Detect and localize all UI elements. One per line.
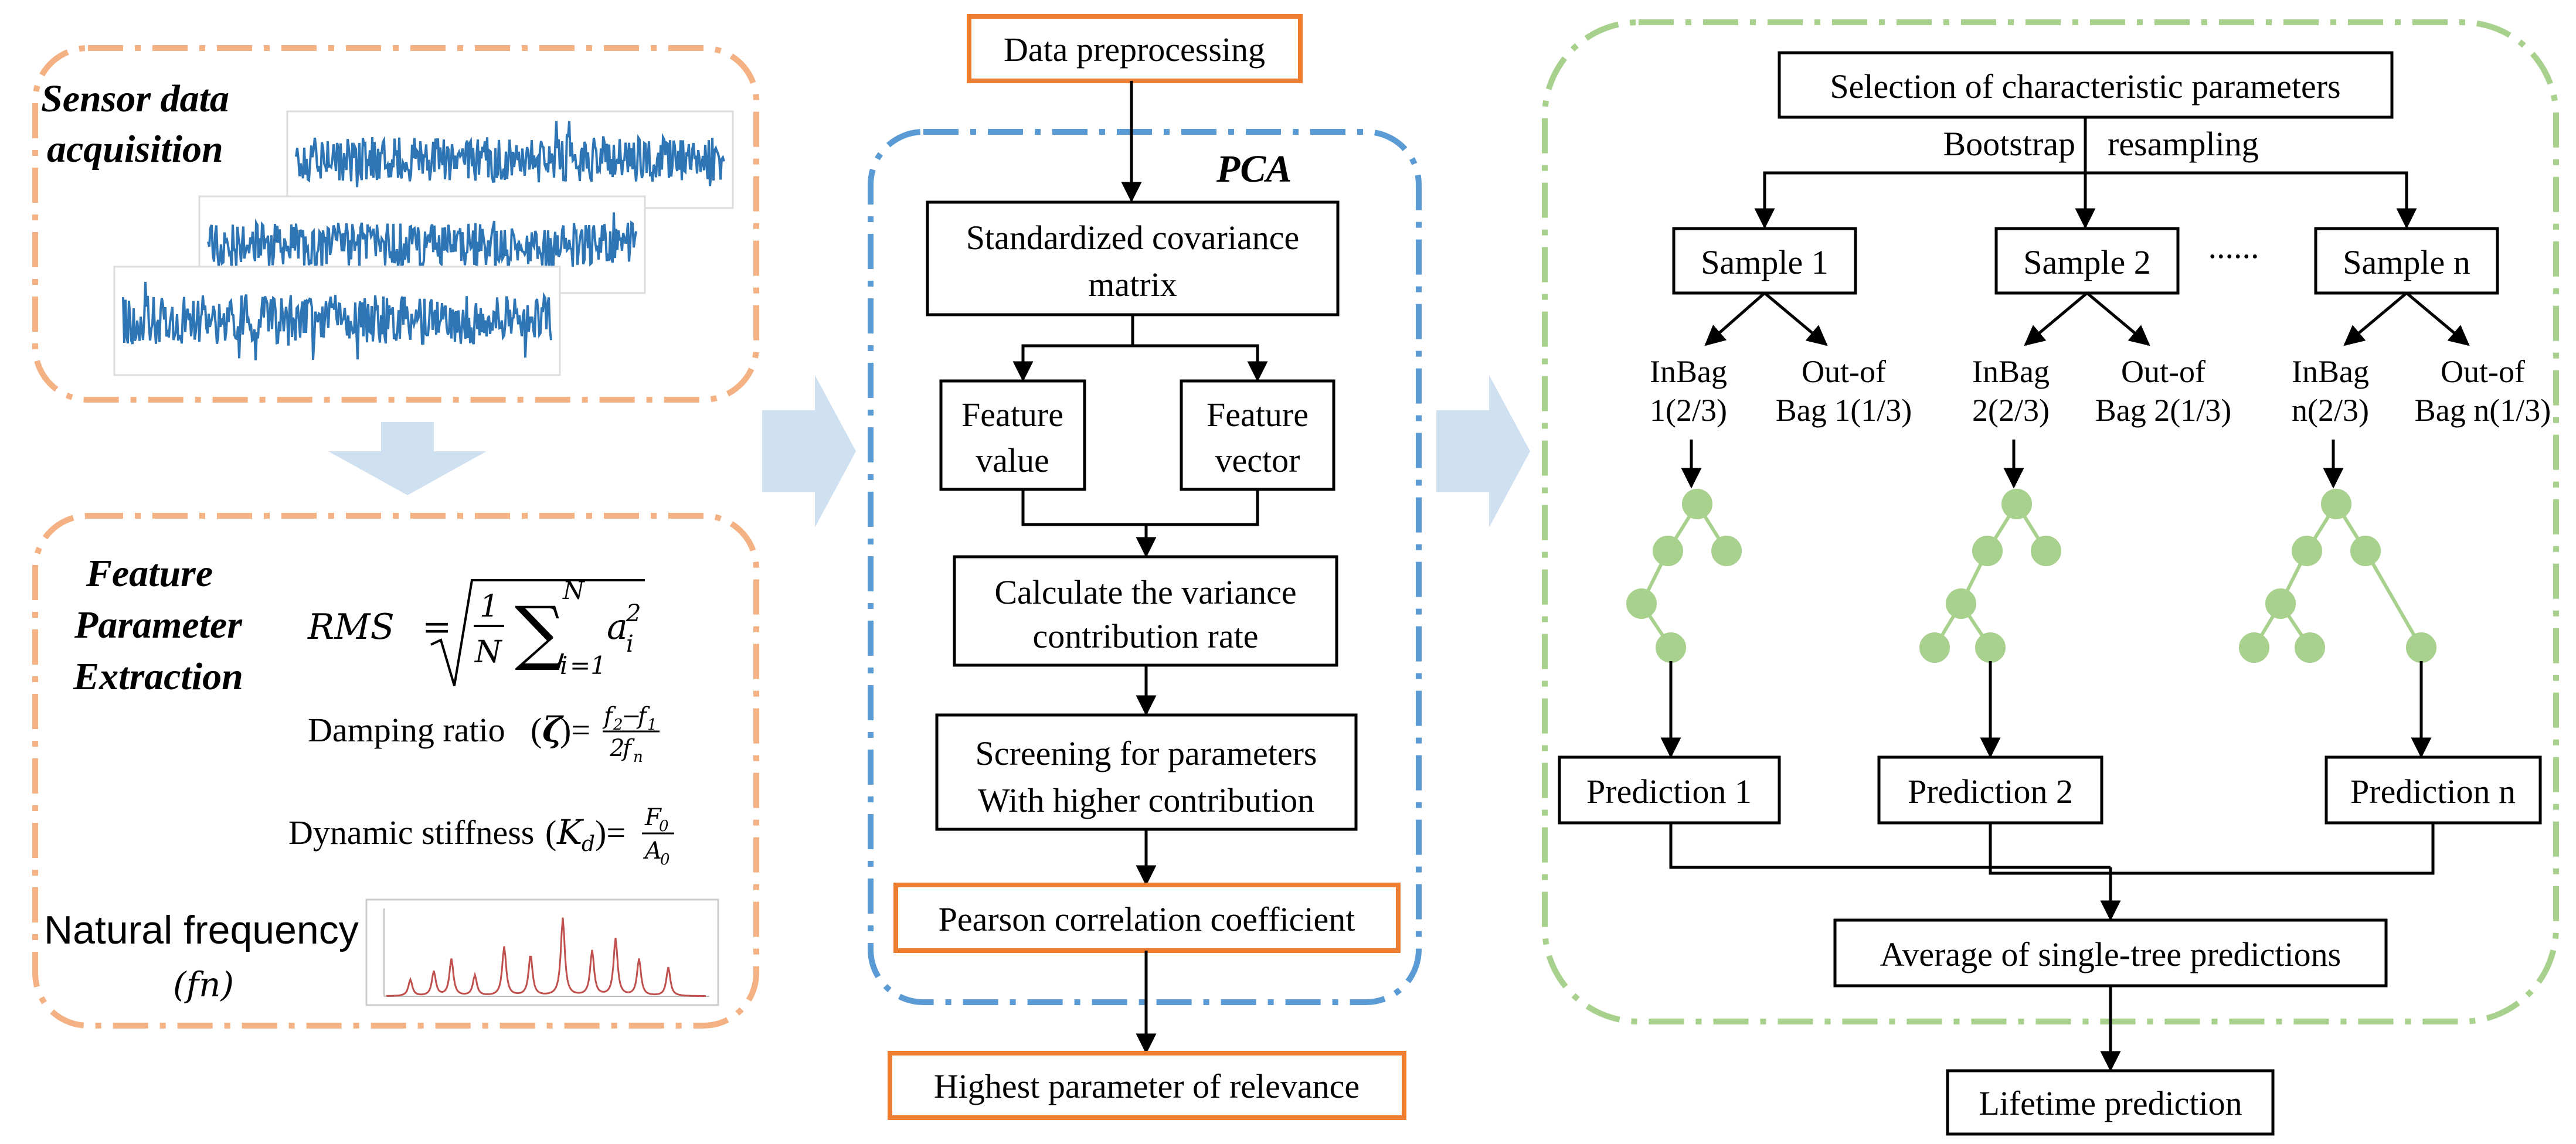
pca-title: PCA [1216, 148, 1292, 190]
average-text: Average of single-tree predictions [1880, 935, 2341, 973]
svg-text:i: i [626, 631, 634, 658]
highest-relevance-box [888, 1051, 1406, 1120]
svg-text:)=: )= [560, 711, 590, 749]
natural-frequency-symbol: (fn) [173, 965, 234, 1005]
svg-text:A: A [643, 837, 662, 864]
decision-tree-n-icon [2239, 489, 2436, 663]
sample-1-box [1672, 227, 1857, 295]
selection-box [1778, 51, 2394, 119]
svg-text:1: 1 [480, 589, 499, 624]
svg-text:N: N [562, 576, 585, 605]
lifetime-box [1946, 1069, 2275, 1136]
feature-vector-box [1180, 379, 1335, 491]
svg-text:=1: =1 [570, 651, 606, 680]
block-arrow-middle-to-right [1436, 375, 1530, 527]
svg-text:Damping ratio: Damping ratio [308, 711, 505, 749]
prediction-n-box [2324, 755, 2542, 825]
svg-text:K: K [556, 812, 584, 852]
natural-frequency-label: Natural frequency [44, 908, 359, 952]
pearson-box [893, 883, 1401, 953]
prediction-1-box [1558, 755, 1781, 825]
svg-text:0: 0 [660, 851, 670, 869]
random-forest-panel [1542, 19, 2559, 1024]
highest-relevance-text: Highest parameter of relevance [934, 1067, 1360, 1105]
svg-text:n: n [633, 748, 643, 766]
prediction-2-box [1877, 755, 2103, 825]
svg-text:−: − [621, 703, 641, 730]
signal-waveform-3 [113, 265, 561, 376]
bootstrap-text: Bootstrap [1943, 125, 2075, 163]
svg-text:F: F [644, 804, 662, 831]
lifetime-text: Lifetime prediction [1979, 1084, 2242, 1122]
data-preprocessing-box [967, 14, 1303, 83]
svg-text:2: 2 [609, 735, 624, 762]
block-arrow-left-to-middle [762, 375, 856, 527]
damping-ratio-formula: Damping ratio ( ζ )= f 2 − f 1 2 f n [308, 703, 660, 766]
svg-text:RMS: RMS [307, 607, 395, 648]
signal-waveform-1 [286, 110, 734, 209]
feature-extraction-panel [32, 513, 759, 1029]
decision-tree-1-icon [1626, 489, 1742, 663]
selection-text: Selection of characteristic parameters [1830, 67, 2340, 105]
sensor-acquisition-panel [32, 45, 759, 403]
feature-value-box [939, 379, 1086, 491]
sample-1-text: Sample 1 [1701, 243, 1828, 281]
rms-formula: RMS = 1 N ∑ N i =1 a 2 i [307, 576, 645, 686]
pca-panel [868, 129, 1422, 1005]
svg-text:2: 2 [626, 600, 641, 627]
data-preprocessing-text: Data preprocessing [1004, 30, 1265, 69]
svg-text:d: d [582, 832, 595, 856]
svg-text:2: 2 [613, 716, 623, 734]
samples-ellipsis: ...... [2208, 227, 2259, 265]
svg-text:i: i [560, 651, 567, 680]
svg-text:N: N [474, 635, 502, 670]
pearson-text: Pearson correlation coefficient [939, 900, 1355, 938]
screening-box [935, 713, 1358, 831]
svg-text:(: ( [531, 711, 542, 749]
svg-text:1: 1 [647, 716, 657, 734]
frequency-spectrum-plot [365, 898, 719, 1006]
sample-2-text: Sample 2 [2023, 243, 2150, 281]
svg-text:∑: ∑ [515, 592, 565, 673]
resampling-text: resampling [2108, 125, 2259, 163]
svg-text:ζ: ζ [542, 710, 564, 750]
dynamic-stiffness-formula: Dynamic stiffness ( K d )= F 0 A 0 [288, 804, 674, 869]
prediction-1-text: Prediction 1 [1586, 772, 1752, 811]
down-block-arrow [328, 422, 487, 495]
svg-text:)=: )= [595, 813, 626, 852]
prediction-2-text: Prediction 2 [1908, 772, 2073, 811]
svg-text:a: a [607, 607, 628, 648]
svg-text:0: 0 [659, 818, 669, 835]
decision-tree-2-icon [1919, 489, 2061, 663]
svg-text:(: ( [545, 813, 556, 852]
sample-n-text: Sample n [2343, 243, 2470, 281]
variance-box [953, 555, 1338, 667]
prediction-n-text: Prediction n [2350, 772, 2516, 811]
svg-text:Dynamic stiffness: Dynamic stiffness [288, 813, 534, 852]
